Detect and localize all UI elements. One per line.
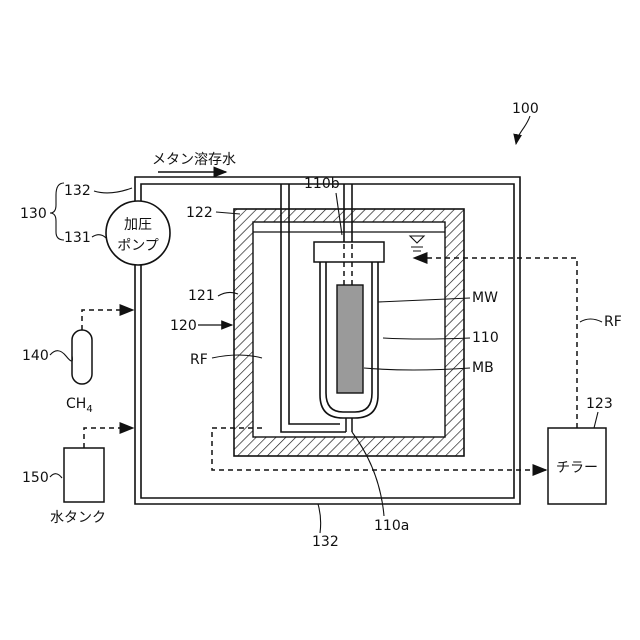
- ref-110-label: 110: [472, 330, 499, 346]
- ref-122-label: 122: [186, 205, 213, 221]
- mw-label: MW: [472, 290, 498, 306]
- ref-100-label: 100: [512, 101, 539, 117]
- ref-140-label: 140: [22, 348, 49, 364]
- ref-150-leader: [50, 474, 62, 478]
- ref-100-arrow: [516, 116, 530, 144]
- flow-label: メタン溶存水: [152, 152, 236, 168]
- rf-left-label: RF: [190, 352, 208, 368]
- sample-block-mb: [337, 285, 363, 393]
- ref-150-label: 150: [22, 470, 49, 486]
- ch4-label: CH4: [66, 396, 93, 415]
- ref-132-bottom-leader: [318, 504, 321, 533]
- chiller-123: チラー: [548, 428, 606, 504]
- ref-123-label: 123: [586, 396, 613, 412]
- ref-131-leader: [92, 235, 106, 238]
- chiller-label: チラー: [556, 460, 598, 476]
- ref-131-label: 131: [64, 230, 91, 246]
- ref-110b-label: 110b: [304, 176, 340, 192]
- rf-right-label: RF: [604, 314, 622, 330]
- ref-123-leader: [594, 412, 598, 428]
- water-tank-label: 水タンク: [50, 510, 106, 526]
- ref-132-bottom-label: 132: [312, 534, 339, 550]
- ref-130-label: 130: [20, 206, 47, 222]
- ref-132-top-label: 132: [64, 183, 91, 199]
- pump-label-1: 加圧: [124, 217, 152, 233]
- mb-label: MB: [472, 360, 494, 376]
- tube-cap: [314, 242, 384, 262]
- pump-label-2: ポンプ: [117, 238, 159, 254]
- ref-140-leader: [50, 351, 72, 361]
- rf-right-leader: [580, 319, 602, 322]
- ref-110a-label: 110a: [374, 518, 409, 534]
- bracket-130: [50, 183, 64, 240]
- ref-120-label: 120: [170, 318, 197, 334]
- ref-121-label: 121: [188, 288, 215, 304]
- ref-132-top-leader: [94, 188, 132, 193]
- pressure-pump-131: 加圧 ポンプ: [106, 201, 170, 265]
- water-tank-150: [64, 428, 133, 502]
- methane-cylinder-140: [72, 310, 133, 384]
